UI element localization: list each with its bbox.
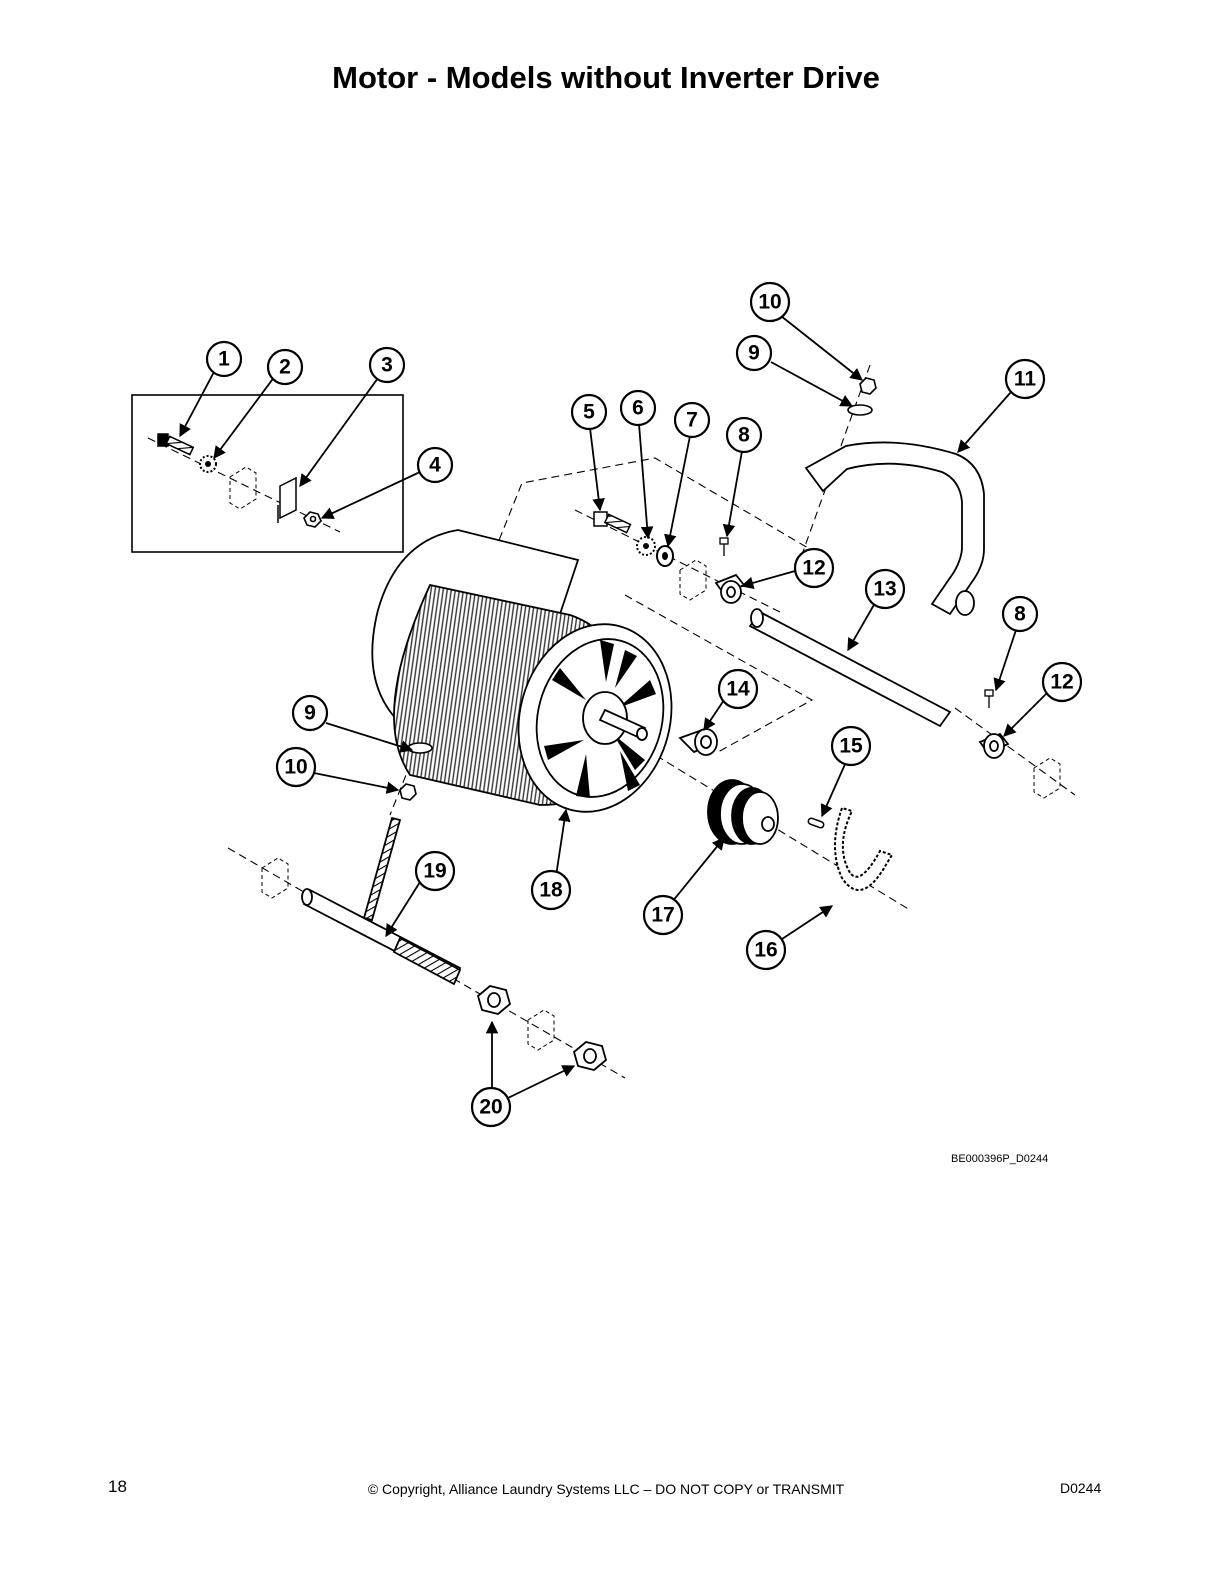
motor-18 [371,529,673,813]
svg-text:4: 4 [429,454,441,477]
svg-text:12: 12 [1050,671,1073,694]
svg-text:7: 7 [686,409,698,432]
callout-9-lower: 9 [291,694,329,732]
inset-box [131,394,404,553]
svg-text:2: 2 [279,356,291,379]
svg-text:16: 16 [754,939,777,962]
callout-12-lower: 12 [1041,661,1083,703]
nut-20-a [476,985,512,1015]
callout-10-lower: 10 [275,746,317,788]
svg-text:18: 18 [539,879,563,902]
nut-4 [303,511,322,528]
mount-bracket-ghost-3 [1033,757,1061,799]
svg-text:10: 10 [284,756,307,779]
page-title: Motor - Models without Inverter Drive [332,60,880,95]
svg-text:9: 9 [304,702,316,725]
svg-text:5: 5 [583,401,595,424]
drawing-code: BE000396P_D0244 [951,1153,1049,1165]
callout-13: 13 [864,568,906,610]
callout-12-upper: 12 [793,547,835,589]
callout-9-upper: 9 [735,334,773,372]
svg-text:9: 9 [748,342,760,365]
washer-9-upper [847,404,873,416]
nut-10-lower [399,783,417,801]
callout-16: 16 [745,929,787,971]
svg-text:17: 17 [651,904,674,927]
document-code: D0244 [1060,1480,1102,1496]
callout-5: 5 [570,393,608,431]
callout-2: 2 [266,348,304,386]
leader-arrows [179,315,1049,1099]
callout-17: 17 [642,894,684,936]
svg-text:15: 15 [839,735,863,758]
mount-bracket-ghost [229,466,257,510]
nut-10-upper [859,377,877,395]
washer-9-lower [407,742,433,754]
page-number: 18 [108,1477,127,1496]
mount-bracket-ghost-4 [261,857,289,899]
bushing-12-upper [714,573,746,604]
bushing-14 [678,728,718,756]
svg-text:1: 1 [218,348,230,371]
star-washer-6 [636,536,656,556]
callout-1: 1 [205,340,243,378]
star-washer-2 [199,455,217,473]
copyright-notice: © Copyright, Alliance Laundry Systems LL… [367,1481,845,1497]
adjusting-rod-19 [301,816,462,986]
callout-8-upper: 8 [725,416,763,454]
washer-7 [656,545,674,567]
motor-bracket-11 [804,441,985,616]
ground-strap-3 [277,476,297,523]
svg-text:13: 13 [873,578,896,601]
callout-4: 4 [416,446,454,484]
callout-6: 6 [619,389,657,427]
callout-8-lower: 8 [1001,595,1039,633]
svg-text:12: 12 [802,557,825,580]
svg-text:8: 8 [738,424,750,447]
svg-text:20: 20 [479,1096,502,1119]
nut-20-b [572,1041,608,1071]
callout-7: 7 [673,401,711,439]
svg-text:8: 8 [1014,603,1026,626]
svg-text:3: 3 [381,354,393,377]
pulley-17 [707,779,779,845]
pivot-shaft-13 [748,608,952,728]
screw-8-upper [719,537,729,556]
mount-bracket-ghost-5 [527,1009,555,1051]
bushing-12-lower [978,732,1010,759]
callout-18: 18 [530,869,572,911]
callout-19: 19 [414,850,456,892]
key-15 [807,817,825,829]
bracket-11-foot [955,590,975,616]
callout-20: 20 [470,1086,512,1128]
svg-text:10: 10 [758,291,781,314]
screw-8-lower [984,689,994,708]
svg-text:19: 19 [423,860,446,883]
callout-10-upper: 10 [749,281,791,323]
callout-3: 3 [368,346,406,384]
bolt-1 [157,433,195,456]
callout-15: 15 [830,725,872,767]
bolt-5 [593,511,632,534]
belt-16 [834,806,894,891]
svg-text:6: 6 [632,397,644,420]
mount-bracket-ghost-2 [679,559,707,601]
callout-14: 14 [717,668,759,710]
svg-text:14: 14 [726,678,750,701]
callout-11: 11 [1004,358,1046,400]
svg-text:11: 11 [1014,368,1037,391]
